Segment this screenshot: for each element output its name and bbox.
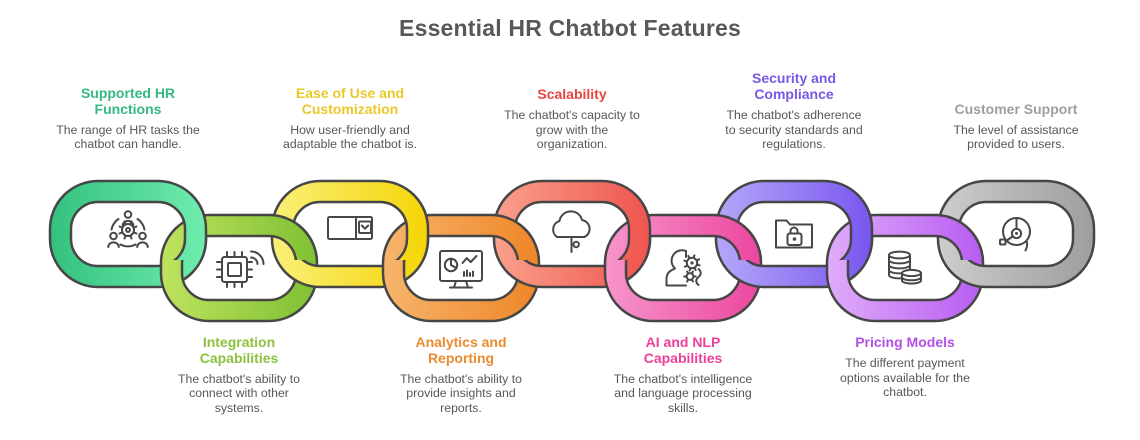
feature-heading-pricing-models: Pricing Models [855, 334, 955, 350]
headset-icon [999, 217, 1031, 252]
page-title: Essential HR Chatbot Features [399, 15, 741, 41]
feature-description-pricing-models: The different payment options available … [840, 355, 970, 400]
ai-head-icon [665, 249, 702, 287]
feature-heading-customer-support: Customer Support [954, 100, 1078, 117]
feature-heading-scalability: Scalability [537, 85, 607, 102]
feature-heading-ai-and-nlp-capabilities: AI and NLP Capabilities [643, 334, 723, 366]
feature-description-supported-hr-functions: The range of HR tasks the chatbot can ha… [56, 122, 200, 152]
feature-description-integration-capabilities: The chatbot's ability to connect with ot… [178, 371, 300, 416]
dashboard-icon [439, 250, 483, 289]
feature-heading-integration-capabilities: Integration Capabilities [199, 334, 279, 366]
feature-description-customer-support: The level of assistance provided to user… [953, 122, 1079, 152]
feature-heading-ease-of-use-and-customization: Ease of Use and Customization [295, 84, 405, 117]
coins-icon [888, 250, 922, 285]
team-icon [107, 210, 149, 248]
chain-weave-patch [270, 213, 319, 260]
chain-weave-patch [381, 203, 430, 260]
chain-weave-patch [825, 203, 874, 260]
chain-link-customer-support [936, 179, 1096, 289]
feature-description-ease-of-use-and-customization: How user-friendly and adaptable the chat… [283, 122, 417, 152]
feature-description-ai-and-nlp-capabilities: The chatbot's intelligence and language … [613, 371, 753, 416]
feature-heading-supported-hr-functions: Supported HR Functions [80, 84, 176, 117]
chain-weave-patch [492, 213, 541, 260]
chain-weave-patch [714, 213, 763, 260]
chain-weave-patch [159, 203, 208, 260]
folder-lock-icon [775, 219, 813, 249]
chain-weave-patch [603, 203, 652, 260]
feature-description-security-and-compliance: The chatbot's adherence to security stan… [725, 107, 863, 152]
chain-weave-patch [936, 213, 985, 260]
feature-heading-security-and-compliance: Security and Compliance [751, 70, 837, 102]
cloud-icon [552, 210, 591, 253]
feature-heading-analytics-and-reporting: Analytics and Reporting [415, 334, 507, 366]
window-icon [327, 216, 373, 240]
feature-description-analytics-and-reporting: The chatbot's ability to provide insight… [400, 371, 522, 416]
chip-icon [216, 250, 265, 288]
feature-description-scalability: The chatbot's capacity to grow with the … [504, 107, 640, 152]
